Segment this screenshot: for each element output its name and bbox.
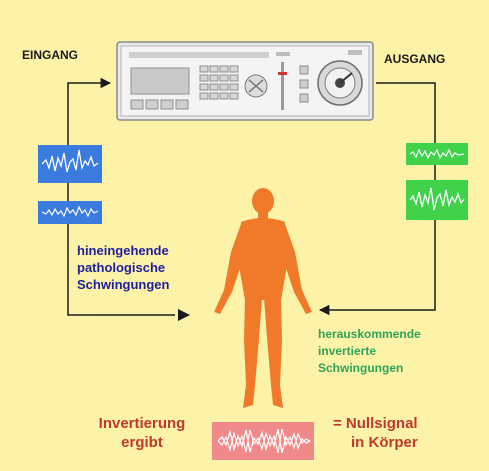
pathological-line-2: pathologische [77, 260, 166, 275]
result-left-line-1: Invertierung [98, 415, 186, 432]
input-loop-arrow [67, 77, 175, 316]
human-body-icon [214, 188, 312, 408]
result-right-line-2: in Körper [351, 434, 418, 451]
pathological-line-3: Schwingungen [77, 277, 170, 292]
inverted-line-2: invertierte [318, 344, 377, 358]
output-label: AUSGANG [384, 52, 446, 66]
output-wave-box-1 [406, 143, 468, 165]
result-wave-box [212, 422, 314, 460]
inverted-oscillations-label: herauskommende invertierte Schwingungen [318, 326, 421, 377]
input-label: EINGANG [22, 48, 79, 62]
pathological-line-1: hineingehende [77, 243, 169, 258]
left-arrowhead [178, 309, 190, 321]
result-right-line-1: = Nullsignal [333, 415, 418, 432]
device-icon [116, 41, 374, 121]
pathological-oscillations-label: hineingehende pathologische Schwingungen [77, 242, 169, 293]
input-wave-box-2 [38, 201, 102, 224]
inverted-line-3: Schwingungen [318, 361, 404, 375]
input-wave-box-1 [38, 145, 102, 183]
inverted-line-1: herauskommende [318, 327, 421, 341]
result-left-line-2: ergibt [121, 434, 163, 451]
output-wave-box-2 [406, 180, 468, 220]
result-left-label: Invertierung ergibt [82, 414, 202, 452]
result-right-label: = Nullsignal in Körper [333, 414, 418, 452]
